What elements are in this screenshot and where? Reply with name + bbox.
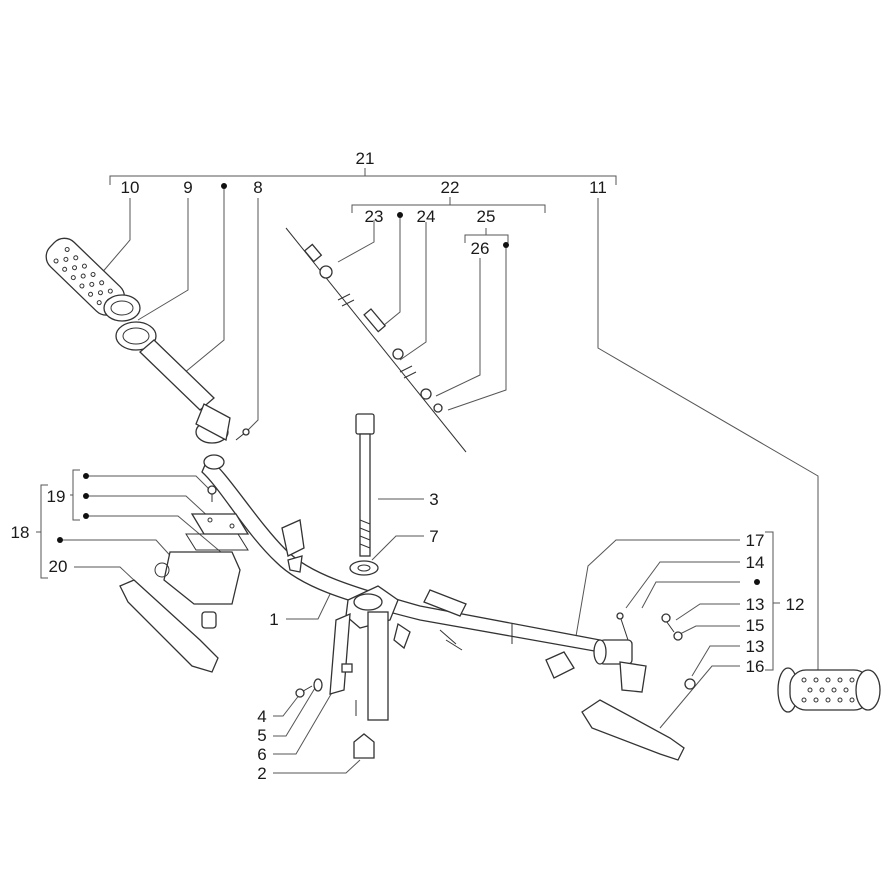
right-lever-assembly <box>545 612 696 693</box>
callout-17: 17 <box>746 531 765 550</box>
callout-19: 19 <box>47 487 66 506</box>
callout-9: 9 <box>183 178 192 197</box>
callout-11: 11 <box>589 178 607 197</box>
callout-25: 25 <box>477 207 496 226</box>
handlebar-tube <box>201 454 601 653</box>
grip-collar <box>103 294 141 322</box>
left-grip <box>45 237 126 316</box>
right-grip <box>777 667 881 713</box>
end-cap <box>353 733 375 759</box>
callout-5: 5 <box>257 726 266 745</box>
callout-13-upper: 13 <box>746 595 765 614</box>
washer <box>115 321 157 351</box>
callout-labels: 21 10 9 8 22 11 23 24 25 26 19 18 20 3 7… <box>11 149 805 783</box>
callout-1: 1 <box>269 610 278 629</box>
throttle-cable <box>285 227 467 453</box>
callout-18: 18 <box>11 523 30 542</box>
callout-3: 3 <box>429 490 438 509</box>
screw-set <box>295 663 353 698</box>
callout-13-lower: 13 <box>746 637 765 656</box>
availability-dots <box>57 183 760 585</box>
callout-4: 4 <box>257 707 266 726</box>
callout-14: 14 <box>746 553 765 572</box>
callout-26: 26 <box>471 239 490 258</box>
callout-22: 22 <box>441 178 460 197</box>
callout-6: 6 <box>257 745 266 764</box>
left-brake-lever <box>119 579 219 673</box>
long-bolt <box>355 413 375 557</box>
steering-column <box>355 611 389 721</box>
callout-23: 23 <box>365 207 384 226</box>
bolt-washer <box>349 560 379 576</box>
callout-12: 12 <box>786 595 805 614</box>
callout-16: 16 <box>746 657 765 676</box>
callout-24: 24 <box>417 207 436 226</box>
callout-8: 8 <box>253 178 262 197</box>
brake-master-cylinder <box>154 485 250 629</box>
small-screw <box>235 428 250 441</box>
callout-10: 10 <box>121 178 140 197</box>
callout-15: 15 <box>746 616 765 635</box>
right-brake-lever <box>581 699 685 761</box>
callout-2: 2 <box>257 764 266 783</box>
callout-7: 7 <box>429 527 438 546</box>
center-clamp <box>329 585 411 695</box>
callout-20: 20 <box>49 557 68 576</box>
leader-lines <box>36 168 819 774</box>
throttle-tube <box>139 339 231 444</box>
callout-21: 21 <box>356 149 375 168</box>
